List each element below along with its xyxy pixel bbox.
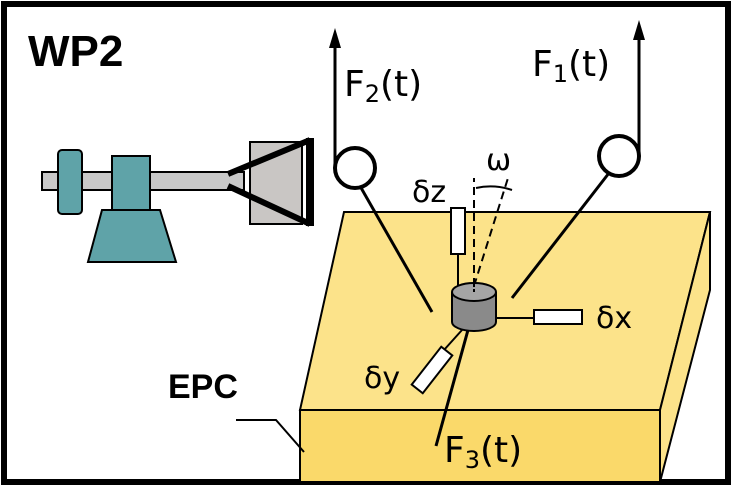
epc-block-side	[659, 211, 711, 483]
label-f1: F1(t)	[532, 44, 610, 88]
dz-sensor	[450, 207, 466, 255]
epc-block-top	[298, 211, 712, 411]
pulley-right	[597, 134, 641, 178]
f1-arrow-head	[633, 20, 645, 40]
rope-bottom	[434, 329, 470, 447]
epc-leader-line	[236, 419, 305, 453]
coupling-arm-lower	[226, 183, 312, 227]
label-f2: F2(t)	[344, 64, 422, 108]
label-dx: δx	[596, 301, 632, 336]
specimen-cylinder	[451, 282, 497, 332]
label-dz: δz	[412, 175, 446, 210]
axis-tilted	[473, 177, 509, 287]
title-wp2: WP2	[28, 27, 123, 76]
label-f3: F3(t)	[444, 430, 522, 474]
label-dy: δy	[364, 361, 400, 396]
motor-body	[111, 155, 151, 213]
pulley-left	[333, 146, 377, 190]
flywheel	[57, 149, 83, 215]
omega-arc	[475, 185, 513, 191]
dx-sensor	[533, 309, 583, 325]
f2-arrow-head	[329, 28, 341, 48]
rope-right	[510, 172, 611, 299]
motor-base	[86, 209, 178, 263]
label-omega: ω	[486, 143, 511, 178]
rope-left	[358, 185, 434, 313]
dy-sensor-lead	[443, 329, 463, 351]
dy-sensor	[410, 345, 454, 395]
coupling-arm-upper	[226, 137, 312, 177]
label-epc: EPC	[168, 368, 238, 406]
motor-assembly	[41, 137, 314, 263]
